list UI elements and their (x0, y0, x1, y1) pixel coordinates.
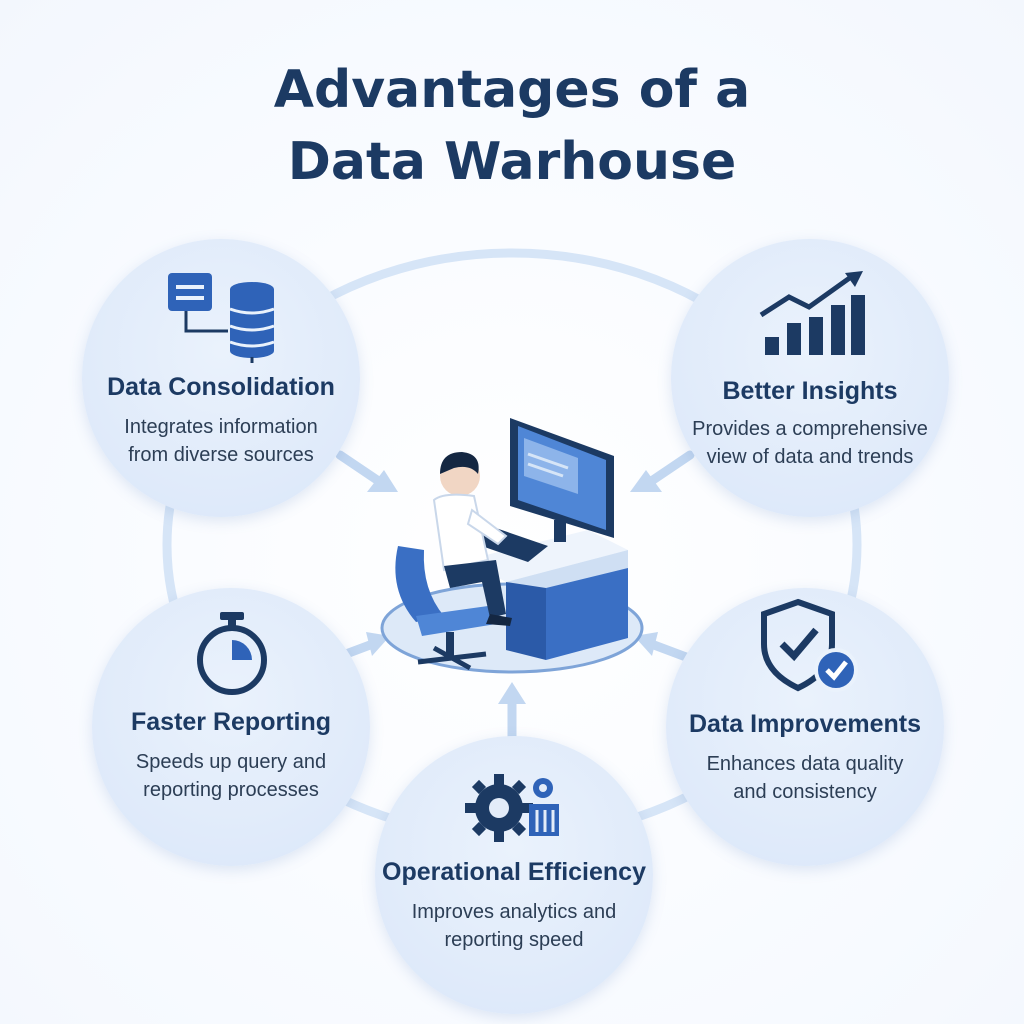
node-title: Operational Efficiency (382, 858, 646, 886)
stopwatch-icon (197, 612, 267, 695)
node-title: Faster Reporting (130, 708, 332, 736)
page-title-line1: Advantages of a (273, 60, 751, 120)
shield-check-icon (761, 598, 858, 692)
node-description: Speeds up query and reporting processes (135, 751, 327, 801)
node-title: Data Consolidation (107, 373, 335, 401)
node-faster-reporting: Faster Reporting Speeds up query and rep… (92, 588, 370, 866)
arrow-insights (645, 450, 695, 487)
node-title: Data Improvements (688, 710, 922, 738)
monitor (510, 418, 614, 542)
node-description: Improves analytics and reporting speed (411, 901, 617, 951)
page-title-line2: Data Warhouse (287, 132, 737, 192)
arrow-efficiency-head (498, 682, 526, 704)
node-data-consolidation: Data Consolidation Integrates informatio… (82, 239, 360, 517)
person-at-computer-illustration (380, 418, 644, 674)
bar-chart-trend-icon (759, 271, 865, 355)
arrow-insights-head (630, 470, 662, 492)
person (432, 452, 512, 626)
arrow-consolidation (335, 450, 385, 487)
gear-icon (465, 774, 559, 842)
chair (395, 546, 496, 671)
node-operational-efficiency: Operational Efficiency Improves analytic… (375, 736, 653, 1014)
node-data-improvements: Data Improvements Enhances data quality … (666, 588, 944, 866)
database-icon (168, 273, 275, 363)
node-better-insights: Better Insights Provides a comprehensive… (671, 239, 949, 517)
arrow-consolidation-head (367, 470, 398, 492)
desk (466, 530, 628, 660)
node-description: Enhances data quality and consistency (706, 753, 904, 803)
node-description: Provides a comprehensive view of data an… (692, 418, 928, 468)
node-description: Integrates information from diverse sour… (124, 416, 318, 466)
node-title: Better Insights (722, 377, 898, 405)
